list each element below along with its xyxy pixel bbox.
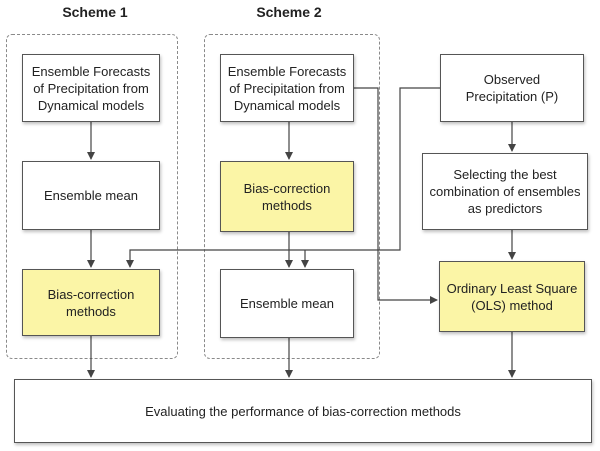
scheme-1-heading: Scheme 1 (62, 4, 128, 20)
s2-bias-correction-box: Bias-correction methods (220, 161, 354, 232)
s2-ensemble-forecasts-box: Ensemble Forecasts of Precipitation from… (220, 54, 354, 122)
ols-method-box: Ordinary Least Square (OLS) method (439, 261, 585, 332)
evaluating-performance-box: Evaluating the performance of bias-corre… (14, 379, 592, 443)
s1-ensemble-forecasts-box: Ensemble Forecasts of Precipitation from… (22, 54, 160, 122)
scheme-2-heading: Scheme 2 (256, 4, 322, 20)
s2-ensemble-mean-box: Ensemble mean (220, 269, 354, 338)
observed-precipitation-box: Observed Precipitation (P) (440, 54, 584, 122)
s1-ensemble-mean-box: Ensemble mean (22, 161, 160, 230)
selecting-best-ensembles-box: Selecting the best combination of ensemb… (422, 153, 588, 230)
s1-bias-correction-box: Bias-correction methods (22, 269, 160, 336)
